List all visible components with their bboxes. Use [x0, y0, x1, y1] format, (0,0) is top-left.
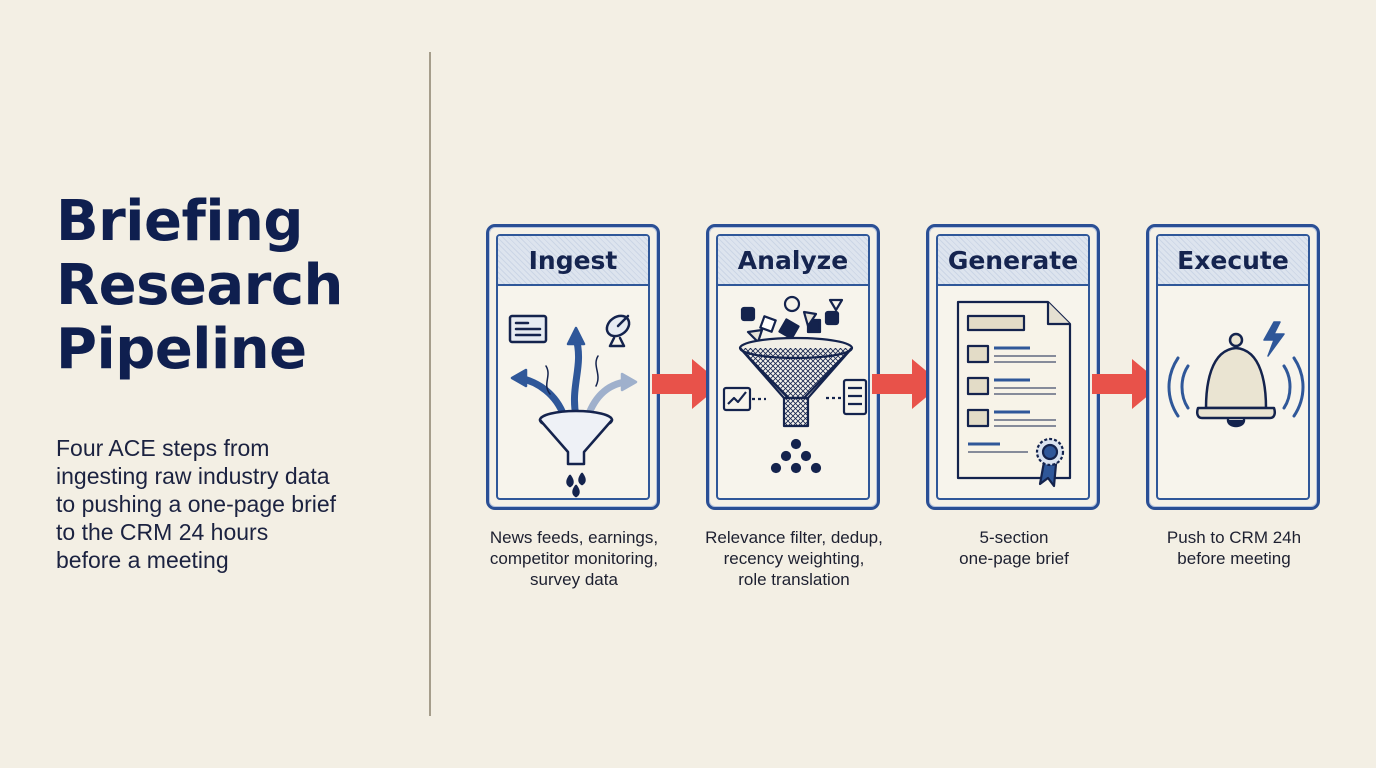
- caption-line: survey data: [530, 570, 618, 589]
- caption-line: Push to CRM 24h: [1166, 528, 1302, 547]
- arrow-right-icon: [1092, 359, 1162, 409]
- alert-bell-icon: [1167, 321, 1305, 428]
- step-caption: Relevance filter, dedup, recency weighti…: [684, 527, 904, 590]
- step-card-execute: Execute: [1146, 224, 1320, 510]
- page-title: Briefing Research Pipeline: [56, 190, 416, 382]
- caption-line: 5-section: [979, 528, 1049, 547]
- vertical-divider: [429, 52, 431, 716]
- page-subtitle: Four ACE steps from ingesting raw indust…: [56, 434, 396, 574]
- caption-line: recency weighting,: [723, 549, 865, 568]
- step-title: Generate: [947, 245, 1079, 275]
- document-with-seal-icon: [956, 300, 1072, 488]
- title-line: Research: [56, 253, 343, 318]
- funnel-with-data-sources-icon: [508, 314, 638, 498]
- caption-line: Relevance filter, dedup,: [705, 528, 883, 547]
- title-line: Pipeline: [56, 317, 307, 382]
- step-header: Execute: [1158, 236, 1308, 286]
- subtitle-line: ingesting raw industry data: [56, 463, 330, 489]
- step-card-generate: Generate: [926, 224, 1100, 510]
- arrow-right-icon: [652, 359, 722, 409]
- subtitle-line: to the CRM 24 hours: [56, 519, 269, 545]
- step-header: Ingest: [498, 236, 648, 286]
- step-card-analyze: Analyze: [706, 224, 880, 510]
- step-card-ingest: Ingest: [486, 224, 660, 510]
- step-title: Analyze: [737, 245, 849, 275]
- step-caption: Push to CRM 24h before meeting: [1124, 527, 1344, 569]
- subtitle-line: Four ACE steps from: [56, 435, 270, 461]
- caption-line: before meeting: [1177, 549, 1291, 568]
- step-title: Execute: [1177, 245, 1289, 275]
- step-title: Ingest: [528, 245, 618, 275]
- caption-line: role translation: [738, 570, 850, 589]
- title-line: Briefing: [56, 189, 304, 254]
- caption-line: one-page brief: [959, 549, 1069, 568]
- subtitle-line: before a meeting: [56, 547, 229, 573]
- step-caption: 5-section one-page brief: [904, 527, 1124, 569]
- filter-funnel-icon: [722, 295, 868, 474]
- caption-line: News feeds, earnings,: [489, 528, 659, 547]
- step-caption: News feeds, earnings, competitor monitor…: [464, 527, 684, 590]
- step-header: Generate: [938, 236, 1088, 286]
- step-header: Analyze: [718, 236, 868, 286]
- caption-line: competitor monitoring,: [489, 549, 659, 568]
- arrow-right-icon: [872, 359, 942, 409]
- subtitle-line: to pushing a one-page brief: [56, 491, 337, 517]
